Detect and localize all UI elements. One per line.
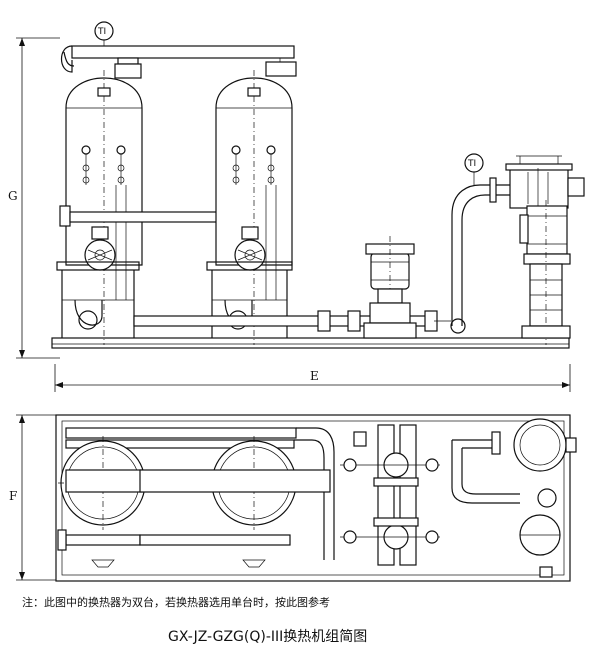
plan-top-pipe (65, 427, 335, 560)
base-skid (51, 337, 570, 349)
plan-exchanger-2 (139, 436, 331, 568)
top-header-pipe (60, 45, 297, 79)
elevation-view: TI (51, 21, 585, 349)
plan-right-side (451, 418, 577, 578)
multistage-pump (519, 200, 571, 345)
thermometer-left-label: TI (97, 27, 106, 37)
plan-exchanger-1 (57, 436, 150, 568)
dim-f-label: F (9, 489, 17, 503)
strainer (505, 155, 585, 209)
dim-e-label: E (310, 369, 319, 383)
lower-pipe-run (133, 310, 466, 334)
plan-frame (55, 414, 571, 582)
dimension-f: F (9, 414, 56, 581)
circulation-pump (363, 236, 417, 340)
drawing-title: GX-JZ-GZG(Q)-III换热机组简图 (168, 628, 367, 645)
heat-exchanger-1 (56, 70, 291, 345)
plan-pumps (340, 424, 440, 566)
dim-g-label: G (8, 189, 18, 203)
thermometer-right-label: TI (467, 159, 476, 169)
heat-exchanger-2 (206, 70, 293, 345)
plan-view (55, 414, 577, 582)
thermometer-left: TI (94, 21, 114, 46)
drawing-note: 注：此图中的换热器为双台，若换热器选用单台时，按此图参考 (22, 595, 330, 609)
dimension-e: E (54, 364, 571, 392)
right-pipe-loop: TI (451, 153, 510, 326)
dimension-g: G (8, 37, 60, 359)
